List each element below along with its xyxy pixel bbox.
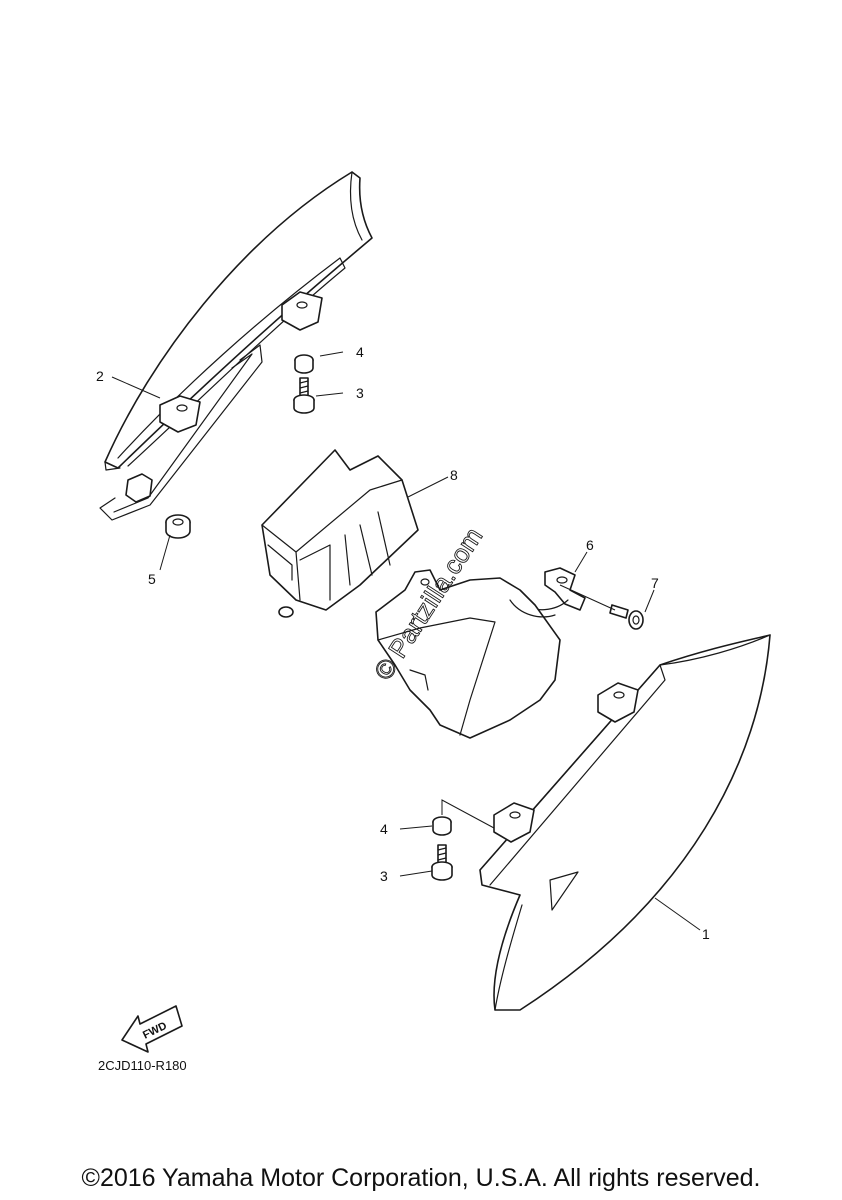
part-7-bolt[interactable] [609,604,644,630]
fwd-arrow: FWD [121,1005,183,1053]
copyright-notice: ©2016 Yamaha Motor Corporation, U.S.A. A… [81,1164,761,1192]
part-3-bolt-lower[interactable] [431,844,453,881]
callout-3-lower: 3 [380,868,388,884]
part-4-collar-lower[interactable] [432,816,452,836]
callout-1: 1 [702,926,710,942]
callout-5: 5 [148,571,156,587]
callout-3-upper: 3 [356,385,364,401]
part-6-bracket[interactable] [519,567,586,611]
part-3-bolt-upper[interactable] [293,377,315,414]
leader-lines [111,351,701,931]
callout-2: 2 [96,368,104,384]
part-1-side-cover-right[interactable] [479,634,771,1011]
callout-7: 7 [651,575,659,591]
callout-4-lower: 4 [380,821,388,837]
part-2-side-cover-left[interactable] [99,171,373,521]
part-5-grommet[interactable] [165,514,191,539]
part-4-collar-upper[interactable] [294,354,314,374]
diagram-code: 2CJD110-R180 [98,1058,187,1073]
battery-holder-cover [375,569,561,739]
callout-8: 8 [450,467,458,483]
callout-6: 6 [586,537,594,553]
callout-4-upper: 4 [356,344,364,360]
part-8-battery-box[interactable] [261,449,419,618]
